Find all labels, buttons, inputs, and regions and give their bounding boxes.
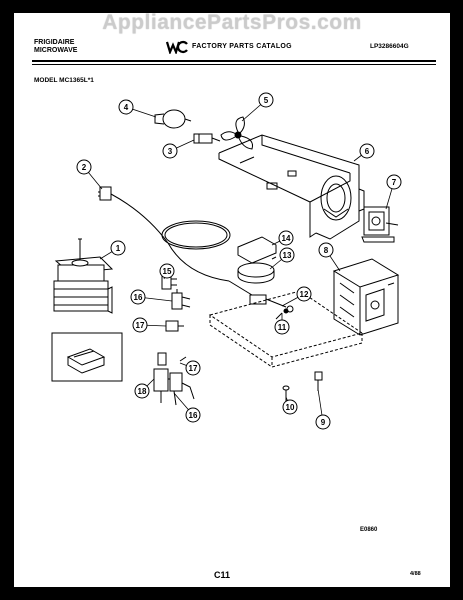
- brand-line-2: MICROWAVE: [34, 47, 78, 54]
- callout-number: 13: [283, 251, 292, 260]
- callout-17: 17: [179, 360, 201, 376]
- screw-part-11: [275, 308, 289, 320]
- clip-part-9: [314, 371, 323, 391]
- callout-number: 16: [134, 293, 143, 302]
- callout-circle: [258, 92, 274, 108]
- callout-number: 6: [365, 147, 370, 156]
- switch-actuator-part-upper: [165, 320, 184, 332]
- header-rule-bottom: [32, 64, 436, 65]
- callout-circle: [318, 242, 334, 258]
- callout-circle: [130, 289, 146, 305]
- callout-circle: [282, 399, 298, 415]
- callout-circle: [279, 247, 295, 263]
- callout-number: 8: [324, 246, 329, 255]
- power-cord-part: [98, 186, 253, 296]
- exploded-parts-diagram: 4 5 3 2 6 7 1 14 13 8 15 12 16 11 17 18 17 16 10 9: [51, 92, 402, 430]
- watermark-text: AppliancePartsPros.com: [102, 13, 362, 34]
- fan-motor-part: [361, 206, 399, 243]
- callout-number: 7: [392, 178, 397, 187]
- page-number: C11: [214, 570, 231, 580]
- callout-number: 3: [168, 147, 173, 156]
- callout-circle: [278, 230, 294, 246]
- header-rule-top: [32, 60, 436, 62]
- callout-number: 12: [300, 290, 309, 299]
- lamp-socket-part: [193, 133, 221, 144]
- callout-circle: [76, 159, 92, 175]
- callout-8: 8: [318, 242, 341, 272]
- callout-17: 17: [132, 317, 167, 333]
- callout-number: 10: [286, 403, 295, 412]
- callout-number: 17: [136, 321, 145, 330]
- catalog-title: FACTORY PARTS CATALOG: [192, 43, 292, 50]
- callout-number: 18: [138, 387, 147, 396]
- callout-circle: [132, 317, 148, 333]
- callout-number: 1: [116, 244, 121, 253]
- callout-12: 12: [281, 286, 312, 307]
- callout-circle: [274, 319, 290, 335]
- wci-logo-icon: [166, 40, 188, 54]
- parts-catalog-page: AppliancePartsPros.com FRIGIDAIRE MICROW…: [14, 13, 450, 587]
- callout-circle: [185, 360, 201, 376]
- callout-circle: [315, 414, 331, 430]
- callout-circle: [359, 143, 375, 159]
- callout-circle: [134, 383, 150, 399]
- capacitor-part: [237, 236, 277, 284]
- callout-16: 16: [130, 289, 173, 305]
- callout-14: 14: [271, 230, 294, 246]
- callout-16: 16: [173, 392, 201, 423]
- callout-6: 6: [353, 143, 375, 162]
- callout-number: 16: [189, 411, 198, 420]
- callout-number: 5: [264, 96, 269, 105]
- interlock-switch-part-upper: [171, 289, 191, 310]
- callout-number: 9: [321, 418, 326, 427]
- callout-group: 4 5 3 2 6 7 1 14 13 8 15 12 16 11 17 18 17 16 10 9: [76, 92, 402, 430]
- document-number: LP3286604G: [370, 43, 409, 50]
- callout-11: 11: [274, 313, 290, 335]
- callout-number: 2: [82, 163, 87, 172]
- switch-assembly-part-lower: [153, 352, 195, 406]
- magnetron-part: [53, 238, 114, 314]
- diagram-code: E0860: [360, 527, 378, 533]
- callout-4: 4: [118, 99, 157, 118]
- callout-circle: [159, 263, 175, 279]
- callout-10: 10: [282, 396, 298, 415]
- lamp-bulb-part: [154, 109, 192, 129]
- callout-circle: [296, 286, 312, 302]
- callout-3: 3: [162, 139, 195, 159]
- brand-line-1: FRIGIDAIRE: [34, 39, 75, 46]
- callout-18: 18: [134, 378, 155, 399]
- control-base-outline: [208, 290, 364, 368]
- revision-date: 4/88: [410, 571, 421, 577]
- chassis-bracket-part: [218, 134, 365, 240]
- callout-9: 9: [315, 388, 331, 430]
- callout-5: 5: [241, 92, 274, 122]
- callout-circle: [386, 174, 402, 190]
- transformer-part: [332, 258, 400, 336]
- callout-circle: [185, 407, 201, 423]
- callout-15: 15: [159, 263, 175, 280]
- model-label: MODEL MC1365L*1: [34, 77, 94, 84]
- fan-blade-part: [220, 116, 253, 150]
- callout-1: 1: [99, 240, 126, 260]
- callout-number: 17: [189, 364, 198, 373]
- screw-part-10: [282, 385, 290, 401]
- callout-number: 15: [163, 267, 172, 276]
- callout-2: 2: [76, 159, 103, 190]
- callout-circle: [110, 240, 126, 256]
- control-board-part: [51, 332, 123, 382]
- brand-name: FRIGIDAIRE MICROWAVE: [34, 39, 77, 55]
- callout-13: 13: [269, 247, 295, 270]
- callout-circle: [162, 143, 178, 159]
- callout-number: 14: [282, 234, 291, 243]
- callout-number: 11: [278, 323, 287, 332]
- callout-number: 4: [124, 103, 129, 112]
- callout-circle: [118, 99, 134, 115]
- callout-7: 7: [385, 174, 402, 210]
